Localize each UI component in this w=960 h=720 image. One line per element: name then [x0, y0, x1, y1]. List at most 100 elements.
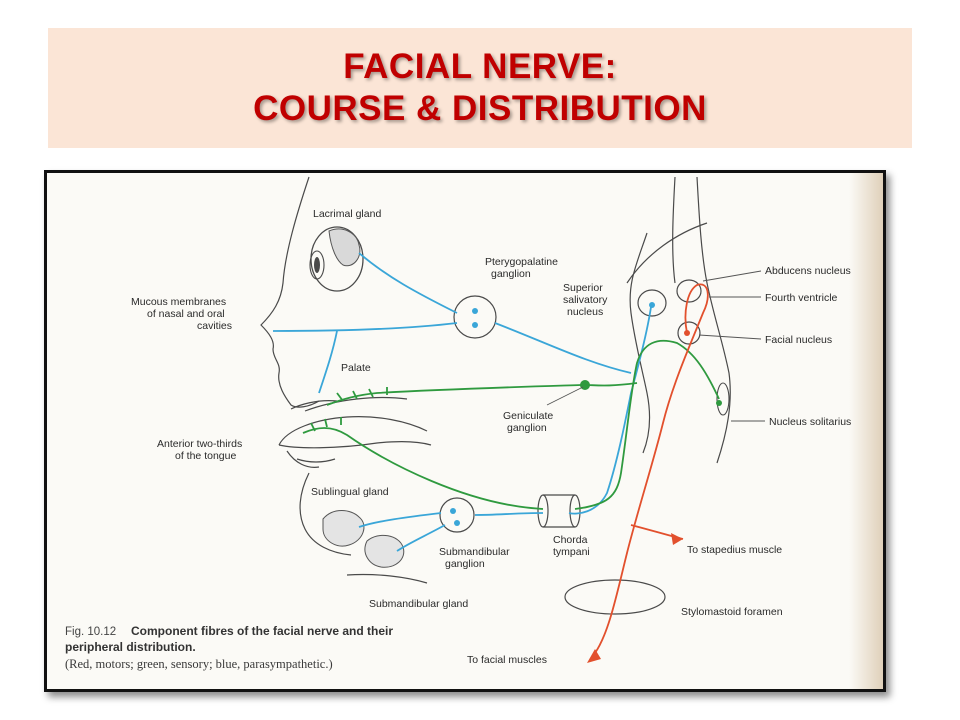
tongue-lower — [278, 441, 432, 449]
pterygo-dot-1 — [472, 308, 478, 314]
lower-lip — [286, 450, 320, 468]
label-mucous-3: cavities — [197, 320, 232, 332]
label-tongue-2: of the tongue — [175, 450, 236, 462]
chorda-left-cap — [537, 494, 549, 528]
chorda-tympani-cylinder — [537, 494, 581, 528]
blue-to-mucous — [272, 322, 458, 332]
figure-caption: Fig. 10.12 Component fibres of the facia… — [65, 624, 393, 671]
caption-line-3: (Red, motors; green, sensory; blue, para… — [65, 657, 333, 671]
label-mucous-1: Mucous membranes — [131, 296, 226, 308]
leader-geniculate — [546, 386, 584, 406]
nuclei — [637, 279, 730, 416]
neck-line — [346, 573, 428, 584]
solitarius-dot — [716, 400, 722, 406]
subm-dot-1 — [450, 508, 456, 514]
slide-title-line-2: COURSE & DISTRIBUTION — [253, 89, 707, 128]
label-tongue-1: Anterior two-thirds — [157, 438, 242, 450]
caption-line-1: Component fibres of the facial nerve and… — [131, 624, 393, 638]
upper-lip — [290, 400, 338, 410]
label-chorda-1: Chorda — [553, 534, 588, 546]
palate-curve — [304, 396, 408, 412]
label-submandibular-ganglion-1: Submandibular — [439, 546, 510, 558]
label-lacrimal-gland: Lacrimal gland — [313, 208, 381, 220]
eye-cornea — [309, 250, 325, 280]
label-geniculate-1: Geniculate — [503, 410, 553, 422]
label-mucous-2: of nasal and oral — [147, 308, 225, 320]
salivary-glands — [322, 510, 405, 568]
stapedius-arrow-head — [671, 533, 683, 545]
blue-to-submandibular-gland — [396, 524, 446, 552]
leader-abducens — [702, 270, 762, 282]
submandibular-gland-shape — [364, 534, 405, 568]
caption-line-2: peripheral distribution. — [65, 640, 196, 654]
green-to-palate — [326, 384, 582, 406]
brainstem-left — [629, 232, 651, 454]
blue-to-sublingual — [358, 512, 442, 528]
green-to-tongue — [302, 427, 544, 510]
chorda-right-cap — [569, 494, 581, 528]
label-stylomastoid: Stylomastoid foramen — [681, 606, 783, 618]
green-tongue-twigs — [310, 417, 342, 432]
leader-lines — [546, 270, 765, 422]
forehead-nose-profile — [260, 176, 320, 408]
label-nucleus-solitarius: Nucleus solitarius — [769, 416, 851, 428]
label-pterygopalatine-1: Pterygopalatine — [485, 256, 558, 268]
facial-nerve-diagram: Lacrimal gland Pterygopalatine ganglion … — [65, 176, 851, 671]
label-to-facial-muscles: To facial muscles — [467, 654, 547, 666]
brainstem-right — [696, 176, 731, 464]
blue-to-palate — [318, 330, 338, 394]
label-to-stapedius: To stapedius muscle — [687, 544, 782, 556]
label-pterygopalatine-2: ganglion — [491, 268, 531, 280]
blue-to-lacrimal — [358, 252, 458, 314]
label-palate: Palate — [341, 362, 371, 374]
label-submandibular-gland: Submandibular gland — [369, 598, 468, 610]
motor-fibres — [594, 283, 709, 654]
blue-to-submandibular-ganglion — [474, 512, 544, 516]
leader-facial-nucleus — [698, 334, 762, 340]
blue-main-trunk — [568, 306, 652, 515]
abducens-nucleus-circle — [676, 279, 702, 303]
eye-and-lacrimal-gland — [309, 226, 364, 292]
stylomastoid-foramen-ellipse — [564, 579, 666, 615]
label-superior-salivatory-1: Superior — [563, 282, 603, 294]
lower-lip-inner — [296, 458, 336, 463]
nucleus-solitarius-shape — [716, 382, 730, 416]
pterygo-dot-2 — [472, 322, 478, 328]
submandibular-ganglion-circle — [439, 497, 475, 533]
figure-frame: Lacrimal gland Pterygopalatine ganglion … — [44, 170, 886, 692]
green-palate-twigs — [336, 387, 388, 402]
label-geniculate-2: ganglion — [507, 422, 547, 434]
facial-nucleus-circle — [677, 321, 701, 345]
superior-salivatory-nucleus-circle — [637, 289, 667, 317]
diagram-labels: Lacrimal gland Pterygopalatine ganglion … — [131, 208, 851, 666]
title-band: FACIAL NERVE: COURSE & DISTRIBUTION — [48, 28, 912, 148]
green-main-trunk — [574, 339, 720, 510]
caption-fig-number: Fig. 10.12 — [65, 626, 116, 638]
label-submandibular-ganglion-2: ganglion — [445, 558, 485, 570]
facial-muscles-arrow-head — [587, 649, 601, 663]
pterygopalatine-ganglion-circle — [453, 295, 497, 339]
blue-to-pterygopalatine — [494, 322, 632, 374]
face-outline — [260, 176, 731, 584]
tongue-upper — [278, 416, 428, 446]
salivatory-dot — [649, 302, 655, 308]
label-sublingual-gland: Sublingual gland — [311, 486, 389, 498]
red-main-trunk — [594, 283, 709, 654]
sensory-fibres — [302, 339, 720, 510]
label-superior-salivatory-2: salivatory — [563, 294, 608, 306]
subm-dot-2 — [454, 520, 460, 526]
label-superior-salivatory-3: nucleus — [567, 306, 603, 318]
brainstem-middle — [672, 176, 676, 284]
label-facial-nucleus: Facial nucleus — [765, 334, 832, 346]
chin-jaw — [299, 472, 352, 556]
label-chorda-2: tympani — [553, 546, 590, 558]
sublingual-gland-shape — [322, 510, 365, 547]
back-of-head — [626, 222, 708, 284]
slide-title-line-1: FACIAL NERVE: — [343, 47, 617, 86]
parasympathetic-fibres — [272, 252, 652, 552]
label-fourth-ventricle: Fourth ventricle — [765, 292, 838, 304]
green-to-geniculate — [584, 382, 638, 387]
eye-pupil — [314, 257, 320, 273]
lacrimal-gland-shape — [328, 228, 361, 267]
label-abducens-nucleus: Abducens nucleus — [765, 265, 851, 277]
